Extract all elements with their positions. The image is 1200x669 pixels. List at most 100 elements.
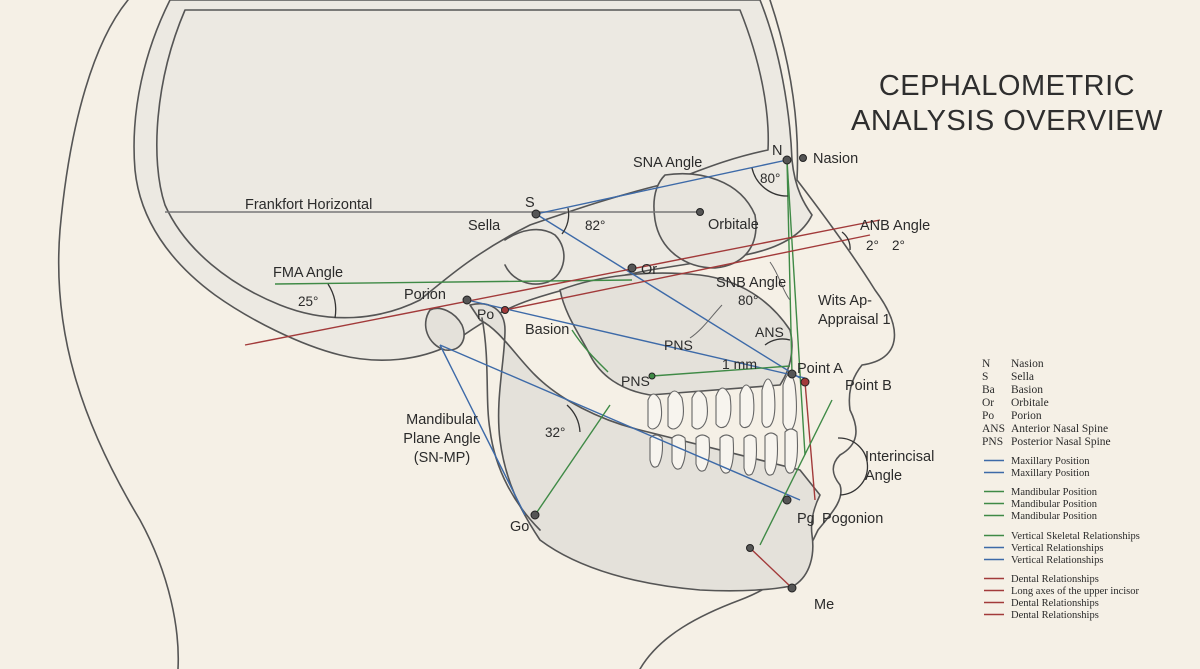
arc-80-nasion (751, 167, 789, 197)
upper-incisor (782, 373, 798, 431)
legend-line-label: Dental Relationships (1011, 574, 1099, 585)
point-me (787, 583, 797, 593)
lower-canine (764, 432, 779, 476)
upper-canine (761, 378, 776, 428)
anatomy-outlines (57, 0, 896, 669)
label-point-b: Point B (845, 378, 892, 394)
label-angle-32: 32° (545, 425, 565, 440)
point-go (530, 510, 540, 520)
label-basion: Basion (525, 322, 569, 338)
label-snb-angle: SNB Angle (716, 275, 786, 291)
label-wits-1: Wits Ap- (818, 293, 872, 309)
snb-leader (689, 304, 723, 339)
legend-abbr-ba: Ba (982, 384, 995, 396)
label-or: Or (641, 262, 657, 278)
legend-abbr-pns: PNS (982, 436, 1003, 448)
incisor-axis-red (804, 381, 816, 501)
label-pogonion: Pogonion (822, 511, 883, 527)
label-sella: Sella (468, 218, 501, 234)
label-anb-angle: ANB Angle (860, 218, 930, 234)
point-po (501, 306, 509, 314)
title-line-1: CEPHALOMETRIC (879, 70, 1135, 102)
point-n (782, 155, 792, 165)
label-anb-val-1: 2° (866, 238, 879, 253)
upper-molar-3 (691, 390, 709, 430)
legend-line-label: Long axes of the upper incisor (1011, 586, 1140, 597)
angle-arcs (327, 167, 869, 496)
label-interincisal-2: Angle (865, 468, 902, 484)
wits-leader (769, 261, 791, 301)
legend-line-label: Maxillary Position (1011, 456, 1090, 467)
pns-green-line (651, 365, 791, 377)
lower-incisor (784, 428, 799, 474)
point-pns (648, 372, 656, 380)
legend-line-label: Mandibular Position (1011, 499, 1098, 510)
legend-abbr-text-n: Nasion (1011, 358, 1044, 370)
mandibular-plane-blue (439, 344, 801, 501)
point-or (627, 263, 637, 273)
diagram-labels: Frankfort Horizontal SNA Angle N Nasion … (245, 143, 934, 613)
lower-premolar-2 (743, 434, 758, 476)
incisor-axis-green (759, 399, 833, 546)
teeth (647, 373, 799, 476)
upper-premolar-2 (739, 384, 755, 429)
label-snb-val: 80° (738, 293, 758, 308)
label-pns-lower: PNS (621, 373, 650, 389)
legend-line-label: Dental Relationships (1011, 598, 1099, 609)
legend-line-label: Dental Relationships (1011, 610, 1099, 621)
legend-abbr-po: Po (982, 410, 994, 422)
point-nasion-label-dot (799, 154, 807, 162)
label-mandibular-2: Plane Angle (403, 431, 480, 447)
point-orbitale (696, 208, 704, 216)
label-ans: ANS (755, 324, 784, 340)
label-s: S (525, 195, 535, 211)
legend-abbr-text-s: Sella (1011, 371, 1034, 383)
legend-line-label: Mandibular Position (1011, 487, 1098, 498)
arc-ans (764, 338, 791, 346)
upper-molar-2 (667, 390, 685, 430)
lower-molar-2 (671, 434, 687, 470)
skull-outer-contour (133, 0, 813, 361)
point-s (531, 209, 541, 219)
lower-premolar-1 (719, 434, 735, 474)
point-pg (782, 495, 792, 505)
label-angle-80: 80° (760, 171, 780, 186)
landmark-points (462, 154, 810, 593)
legend-line-label: Vertical Skeletal Relationships (1011, 531, 1140, 542)
label-pg: Pg (797, 511, 815, 527)
legend-abbr-ans: ANS (982, 423, 1005, 435)
s-to-mandibular-line (535, 213, 801, 379)
label-angle-82: 82° (585, 218, 605, 233)
legend-abbr-or: Or (982, 397, 994, 409)
legend-abbr-text-po: Porion (1011, 410, 1042, 422)
legend-abbr-text-or: Orbitale (1011, 397, 1049, 409)
pg-me-line (749, 547, 793, 589)
point-b (800, 377, 810, 387)
n-to-b-line-green (786, 159, 806, 456)
label-nasion: Nasion (813, 151, 858, 167)
arc-anb (841, 231, 851, 251)
label-orbitale: Orbitale (708, 217, 759, 233)
lower-molar-1 (649, 434, 664, 468)
lower-molar-3 (695, 434, 711, 472)
arc-32-mp (566, 404, 581, 433)
label-porion: Porion (404, 287, 446, 303)
mastoid-process (424, 307, 465, 351)
label-angle-25: 25° (298, 294, 318, 309)
point-pg-lower (746, 544, 754, 552)
legend-abbr-text-pns: Posterior Nasal Spine (1011, 436, 1111, 448)
label-mandibular-1: Mandibular (406, 412, 478, 428)
ramus-inner (481, 317, 541, 531)
label-mandibular-3: (SN-MP) (414, 450, 470, 466)
legend-abbr-text-ba: Basion (1011, 384, 1043, 396)
sn-line (535, 159, 788, 215)
legend-abbr-n: N (982, 358, 991, 370)
legend-abbr-s: S (982, 371, 988, 383)
upper-premolar-1 (715, 387, 732, 429)
title-line-2: ANALYSIS OVERVIEW (851, 105, 1163, 137)
arc-82-sella (561, 207, 570, 235)
label-point-a: Point A (797, 361, 843, 377)
